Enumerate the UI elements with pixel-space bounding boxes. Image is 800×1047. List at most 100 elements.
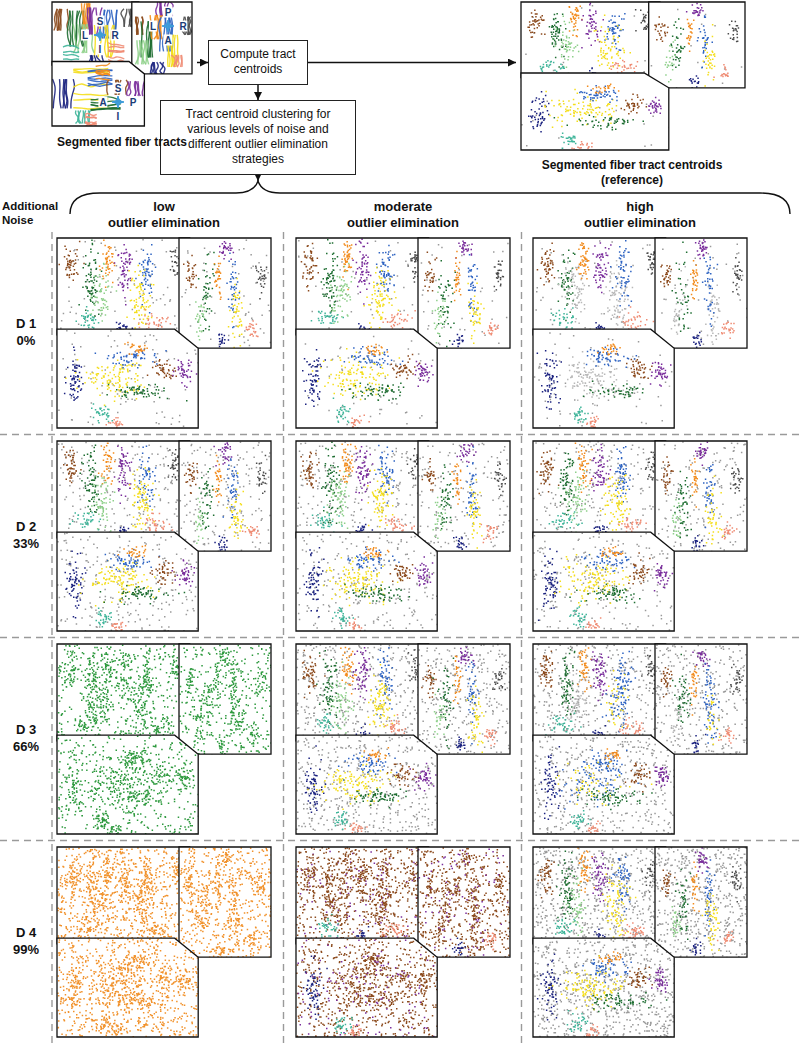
centroid-points <box>689 75 700 88</box>
centroid-points <box>693 332 703 348</box>
column-header: moderate outlier elimination <box>347 199 459 231</box>
centroid-points <box>228 278 243 349</box>
centroid-points <box>651 9 743 89</box>
centroid-points <box>591 444 611 492</box>
centroid-points <box>213 455 222 503</box>
centroid-points <box>329 263 352 324</box>
centroid-points <box>555 919 577 935</box>
panel-composite <box>296 644 511 835</box>
panel-ground <box>533 644 666 741</box>
centroid-points <box>214 255 222 300</box>
process-box: Compute tract centroids <box>208 40 308 85</box>
fiber-tract <box>135 81 137 96</box>
fiber-tract <box>107 80 109 95</box>
panel-outline <box>296 847 429 944</box>
centroid-points <box>349 618 363 631</box>
centroid-points <box>484 322 500 335</box>
panel-outline <box>418 441 510 551</box>
panel-content <box>418 847 511 958</box>
centroid-points <box>691 861 700 912</box>
orientation-arrow <box>117 102 119 108</box>
fiber-tract <box>65 79 67 108</box>
centroid-points <box>661 667 673 698</box>
centroid-points <box>199 468 219 529</box>
panel-ground <box>132 2 192 74</box>
node-text: Segmented fiber tract centroids (referen… <box>530 158 735 188</box>
panel-content <box>57 645 190 743</box>
centroid-points <box>456 737 466 751</box>
centroid-points <box>527 9 545 38</box>
centroid-points <box>492 668 506 690</box>
panel-outline <box>533 532 674 631</box>
centroid-points <box>59 241 85 281</box>
centroid-points <box>705 475 724 544</box>
panel-content <box>533 644 667 742</box>
panel-content <box>57 847 191 945</box>
panel-outline <box>533 735 674 834</box>
orientation-letter: I <box>116 111 121 122</box>
centroid-points <box>536 450 559 494</box>
centroid-points <box>592 242 611 293</box>
centroid-points <box>302 349 326 407</box>
label-holder: R <box>178 21 187 32</box>
centroid-points <box>552 16 579 75</box>
label-holder: I <box>116 111 121 122</box>
centroid-points <box>674 471 692 538</box>
centroid-points <box>606 670 629 728</box>
centroid-points <box>296 644 430 742</box>
fiber-tract <box>85 122 97 124</box>
panel-outline <box>57 441 190 538</box>
panel-composite <box>296 847 511 1038</box>
panel-content <box>296 847 430 945</box>
fiber-tract <box>135 81 140 96</box>
centroid-points <box>467 685 485 753</box>
panel-outline <box>418 847 510 957</box>
orientation-letter: P <box>129 97 138 108</box>
centroid-points <box>569 584 640 604</box>
fiber-tract <box>124 9 127 27</box>
panel-content <box>54 3 143 67</box>
row-label: D 2 <box>16 519 36 535</box>
centroid-points <box>114 446 132 504</box>
panel-ground <box>296 329 437 428</box>
panel-composite <box>533 238 748 428</box>
centroid-points <box>98 442 116 484</box>
centroid-points <box>99 240 116 289</box>
process-box: Tract centroid clustering for various le… <box>160 100 356 175</box>
brace-arrow <box>257 175 258 181</box>
row-separator <box>0 840 800 841</box>
fiber-tract <box>129 17 131 35</box>
centroid-points <box>338 752 398 781</box>
panel-outline <box>655 238 747 348</box>
centroid-points <box>665 40 676 83</box>
fiber-tract <box>63 58 79 60</box>
centroid-points <box>300 452 320 489</box>
fiber-tract <box>181 55 183 67</box>
centroid-points <box>686 3 704 16</box>
panel-outline <box>179 644 271 754</box>
centroid-points <box>367 468 393 536</box>
panel-composite <box>533 847 748 1039</box>
centroid-points <box>454 251 462 302</box>
centroid-points <box>179 442 271 552</box>
panel-content <box>298 239 428 336</box>
panel-content <box>58 736 200 836</box>
centroid-points <box>554 115 644 131</box>
centroid-points <box>558 254 633 332</box>
fiber-tract <box>66 79 68 108</box>
centroid-points <box>326 471 350 529</box>
centroid-points <box>601 546 623 557</box>
panel-content <box>534 332 673 428</box>
centroid-points <box>183 255 197 288</box>
panel-outline <box>179 847 271 957</box>
centroid-points <box>181 240 271 347</box>
fiber-tract <box>88 78 113 79</box>
fiber-tract <box>63 51 79 52</box>
centroid-points <box>730 664 744 695</box>
fiber-tract <box>88 70 113 72</box>
centroid-points <box>713 64 729 78</box>
centroid-points <box>661 242 748 350</box>
centroid-points <box>310 507 343 533</box>
centroid-points <box>452 938 466 956</box>
fiber-tract <box>146 40 148 64</box>
